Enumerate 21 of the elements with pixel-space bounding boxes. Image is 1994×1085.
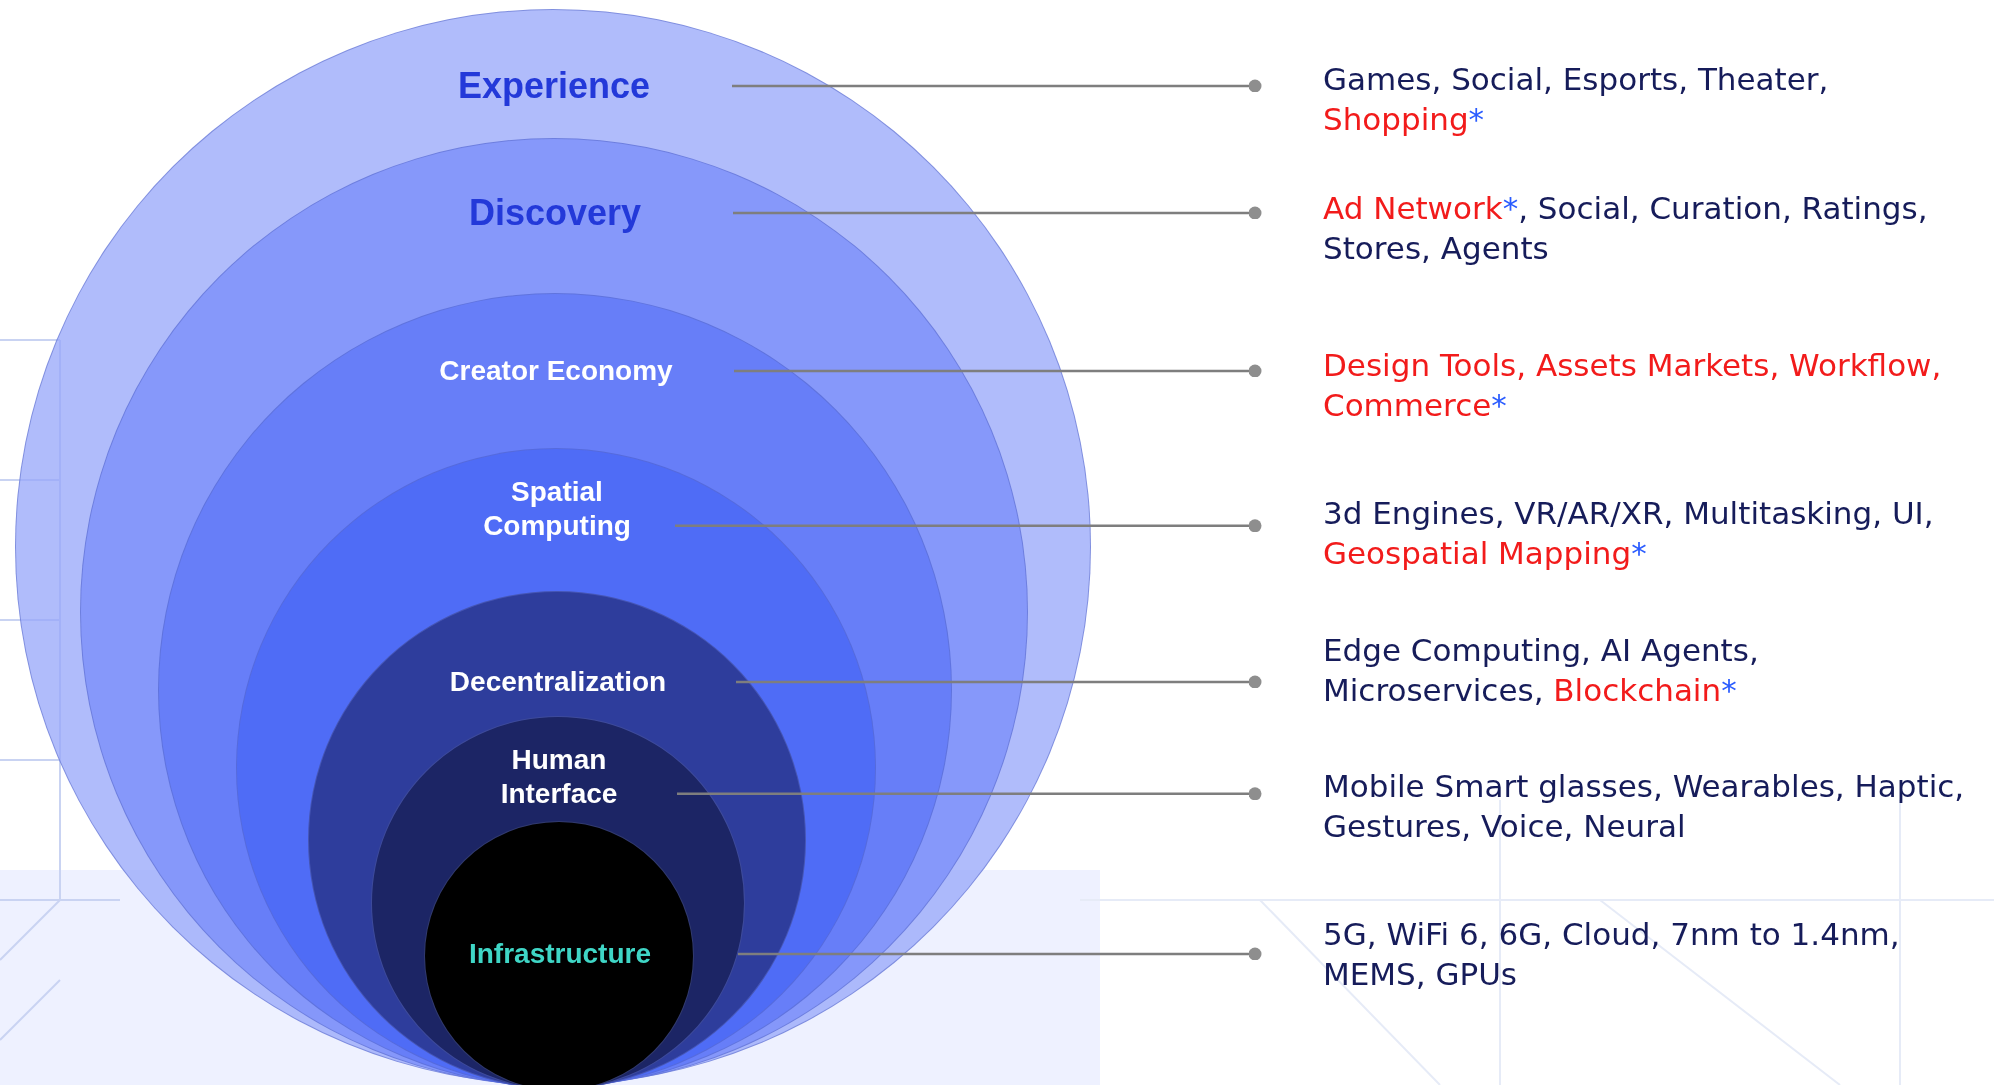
leader-line [734, 364, 1262, 378]
description-text: Mobile Smart glasses, Wearables, Haptic, Gestures, Voice, Neural [1323, 766, 1966, 846]
leader-line [736, 675, 1262, 689]
leader-line [738, 947, 1262, 961]
layer-label: Human Interface [499, 743, 619, 811]
layer-label: Spatial Computing [482, 475, 632, 543]
layer-label: Infrastructure [467, 937, 652, 971]
description-text: Ad Network*, Social, Curation, Ratings, Stores, Agents [1323, 188, 1929, 268]
layer-label: Decentralization [448, 665, 668, 699]
description-text: Design Tools, Assets Markets, Workflow, Commerce* [1323, 345, 1943, 425]
leader-line [677, 787, 1262, 801]
leader-line [733, 206, 1262, 220]
description-text: Edge Computing, AI Agents, Microservices, Blockchain* [1323, 630, 1760, 710]
description-text: 5G, WiFi 6, 6G, Cloud, 7nm to 1.4nm, MEMS, GPUs [1323, 914, 1901, 994]
layer-label: Creator Economy [438, 354, 674, 388]
description-text: 3d Engines, VR/AR/XR, Multitasking, UI, Geospatial Mapping* [1323, 493, 1935, 573]
leader-line [675, 519, 1262, 533]
leader-line [732, 79, 1262, 93]
layer-label: Discovery [467, 191, 643, 235]
layer-label: Experience [456, 64, 652, 108]
description-text: Games, Social, Esports, Theater, Shopping* [1323, 59, 1830, 139]
